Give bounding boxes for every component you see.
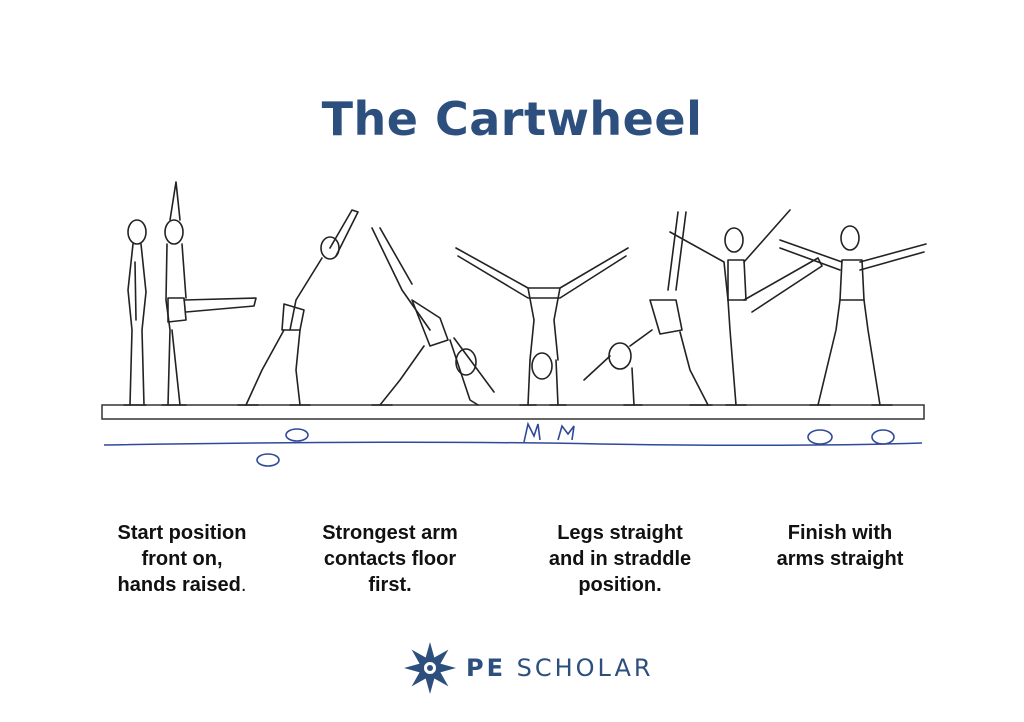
page-title: The Cartwheel: [321, 92, 703, 146]
footprint-2: [256, 453, 280, 467]
handprint-1: [523, 421, 541, 443]
caption-straddle: Legs straight and in straddle position.: [548, 522, 692, 596]
track-line: [103, 441, 923, 447]
figure-finish: [779, 225, 927, 406]
figure-second-hand: [583, 211, 713, 406]
figure-hand-contact: [371, 227, 495, 406]
figure-start-side: [123, 219, 147, 406]
pe-scholar-logo: PE SCHOLAR: [402, 640, 654, 696]
caption-strongest-arm: Strongest arm contacts floor first.: [322, 522, 458, 596]
floor-mat: [101, 404, 925, 420]
footprint-1: [285, 428, 309, 442]
snowflake-icon: [404, 642, 456, 694]
figure-start-front: [161, 181, 257, 406]
handprint-2: [557, 424, 575, 441]
caption-start: Start position front on, hands raised.: [117, 522, 247, 596]
footprint-4: [871, 429, 895, 445]
footprint-3: [807, 429, 833, 445]
figure-lunge: [237, 209, 359, 406]
figure-straddle-handstand: [455, 247, 629, 406]
caption-finish: Finish with arms straight: [776, 522, 904, 570]
brand-name: PE SCHOLAR: [466, 654, 654, 682]
